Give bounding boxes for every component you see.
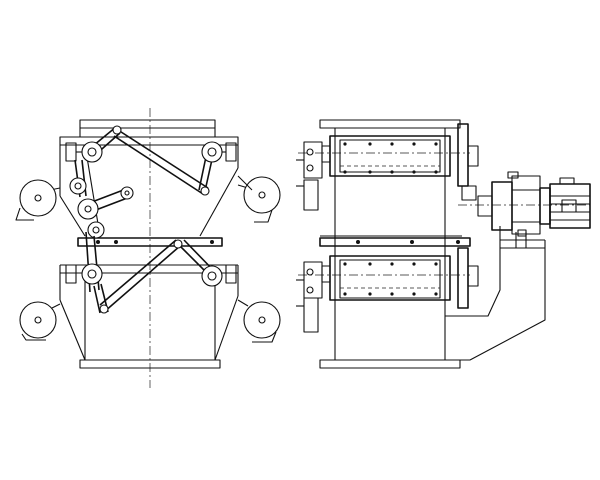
front-middle-flange	[77, 237, 223, 247]
front-lower-linkage	[65, 221, 237, 314]
side-lower-gate-plate	[329, 255, 451, 301]
side-upper-gate-plate	[329, 135, 451, 177]
side-lower-right-bracket	[457, 247, 479, 309]
front-upper-linkage	[65, 125, 237, 220]
side-upper-right-bracket	[457, 123, 479, 201]
front-bottom-flange	[79, 359, 221, 369]
front-view	[15, 108, 281, 388]
side-lower-left-bracket	[296, 261, 331, 333]
side-view	[296, 119, 591, 369]
drive-motor	[539, 177, 591, 229]
side-drive-support	[445, 226, 546, 361]
front-upper-counterweights	[15, 175, 281, 223]
side-middle-flange	[319, 237, 471, 247]
side-body	[319, 119, 462, 369]
front-lower-counterweights	[19, 299, 281, 343]
side-upper-left-bracket	[296, 141, 331, 211]
front-top-flange	[79, 119, 216, 129]
gear-reducer	[477, 171, 541, 237]
